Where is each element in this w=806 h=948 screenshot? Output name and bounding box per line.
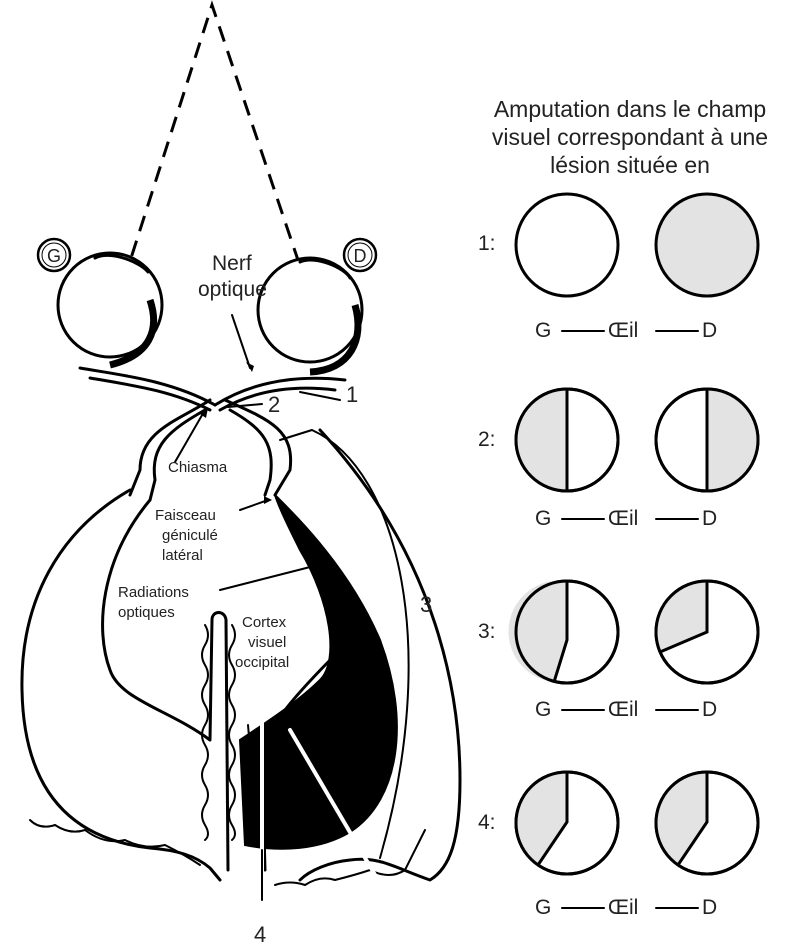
radiations-label-line2: optiques [118,604,175,621]
left-eye-letter: G [535,507,551,530]
lesion-line-1 [300,392,340,400]
right-eye-shade [707,389,758,491]
left-eye-letter: G [535,698,551,721]
right-eye [258,258,362,372]
right-eye-letter: D [702,896,717,919]
lgn-pointer [240,500,268,510]
nerve-pointer-head [246,362,254,372]
lesion-number-2: 2 [268,392,280,417]
right-eye-field [656,194,758,296]
left-eye-badge: G [38,239,70,271]
field-row-1: 1: G Œil D [478,194,758,342]
midline-left [202,625,208,840]
left-eye-letter: G [535,896,551,919]
right-eye-letter: D [702,698,717,721]
radiations-pointer [220,565,318,590]
field-row-3: 3: G Œil D [478,580,758,721]
panel-title-line1: Amputation dans le champ [494,96,766,122]
visual-pathway-illustration: G D Nerf optique Chiasma Faisceau génicu… [22,5,460,947]
lesion-number-3: 3 [420,592,432,617]
row-label: 2: [478,428,496,451]
field-row-4: 4: G Œil D [478,772,758,919]
cortex-label-line3: occipital [235,654,289,671]
right-eye-badge-text: D [354,246,367,266]
left-eye-letter: G [535,319,551,342]
lgn-label-line1: Faisceau [155,507,216,524]
lesion-number-1: 1 [346,382,358,407]
radiations-label-line1: Radiations [118,584,189,601]
row-label: 1: [478,232,496,255]
optic-nerve-left [80,368,215,405]
lgn-pointer-head [264,496,272,504]
bottom-wavy-left [30,820,200,865]
lgn-label-line3: latéral [162,547,203,564]
cortex-label-line2: visuel [248,634,286,651]
eye-word: Œil [608,507,638,530]
right-eye-badge: D [344,239,376,271]
cortex-label-line1: Cortex [242,614,287,631]
eye-word: Œil [608,319,638,342]
left-eye-field [516,194,618,296]
left-eye-badge-text: G [47,246,61,266]
panel-title-line2: visuel correspondant à une [492,124,768,150]
left-eye [58,253,162,365]
chiasma-label: Chiasma [168,459,228,476]
right-eye-letter: D [702,319,717,342]
visual-field-panel: Amputation dans le champ visuel correspo… [478,96,768,919]
lesion-number-4: 4 [254,922,266,947]
row-label: 4: [478,811,496,834]
nerve-label-line2: optique [198,278,267,301]
row-label: 3: [478,620,496,643]
panel-title-line3: lésion située en [550,152,710,178]
right-eye-letter: D [702,507,717,530]
left-eye-shade [516,389,567,491]
optic-tract-right-2 [230,410,271,495]
nerve-pointer [232,315,250,368]
eye-word: Œil [608,698,638,721]
field-row-2: 2: G Œil D [478,389,758,530]
nerve-label-line1: Nerf [212,252,252,275]
eye-word: Œil [608,896,638,919]
lgn-label-line2: géniculé [162,527,218,544]
